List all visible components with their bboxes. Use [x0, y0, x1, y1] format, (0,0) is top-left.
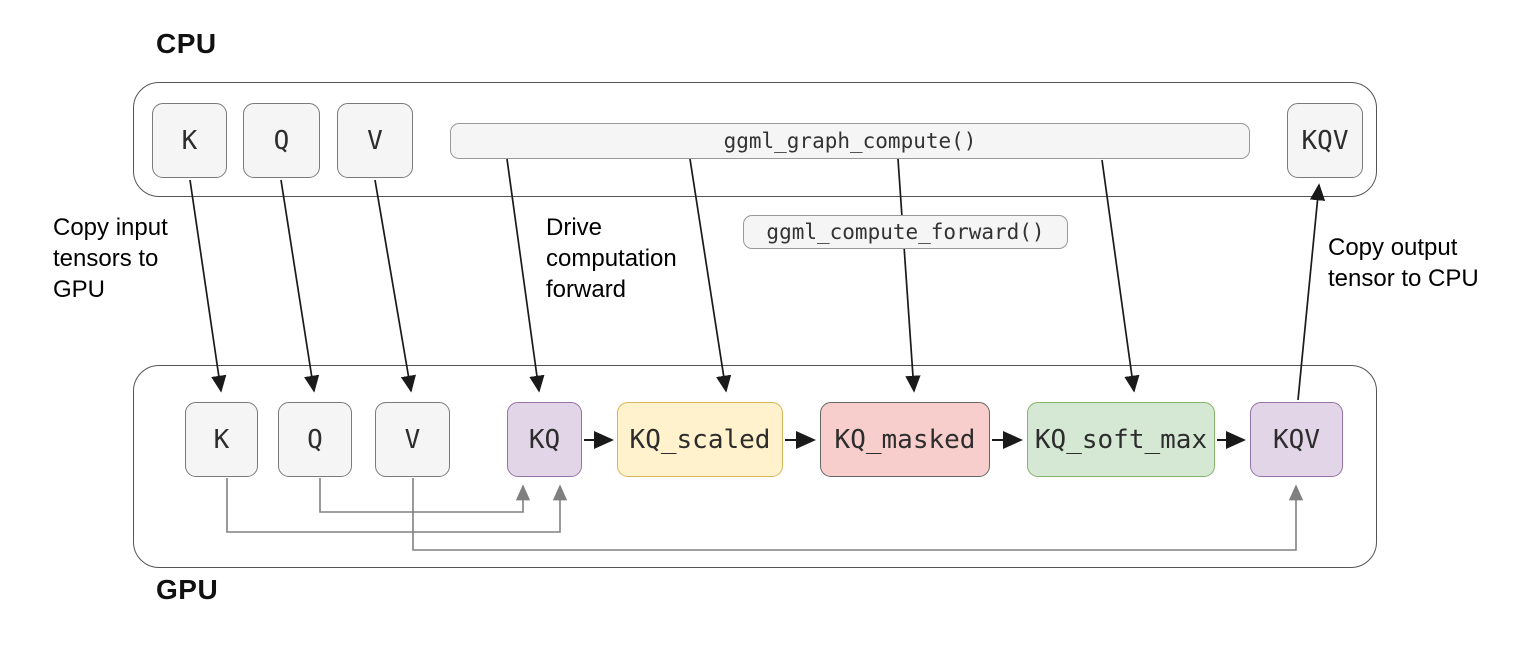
drive-kq-arrow [506, 158, 545, 393]
drive-line-2: computation [546, 245, 677, 272]
drive-annotation: Drive computation forward [546, 212, 677, 305]
gpu-node-kq-masked: KQ_masked [820, 402, 990, 477]
copy-output-line-1: Copy output [1328, 234, 1458, 261]
drive-line-1: Drive [546, 214, 603, 241]
cpu-section-label: CPU [156, 28, 217, 59]
cpu-node-kqv: KQV [1287, 103, 1363, 178]
q-to-kq-connector [319, 478, 531, 513]
copy-input-line-3: GPU [53, 276, 106, 303]
gpu-node-kq: KQ [507, 402, 582, 477]
cpu-node-v: V [337, 103, 413, 178]
ggml-compute-forward-box: ggml_compute_forward() [743, 215, 1068, 249]
copy-output-arrow [1297, 183, 1326, 401]
cpu-node-k: K [152, 103, 227, 178]
gpu-section-label: GPU [156, 574, 219, 605]
gpu-node-kq-scaled: KQ_scaled [617, 402, 783, 477]
copy-input-line-2: tensors to [53, 245, 159, 272]
drive-line-3: forward [546, 276, 627, 303]
ggml-graph-compute-bar: ggml_graph_compute() [450, 123, 1250, 159]
copy-input-annotation: Copy input tensors to GPU [53, 212, 168, 305]
gpu-node-k: K [185, 402, 258, 477]
cpu-node-q: Q [243, 103, 320, 178]
copy-input-line-1: Copy input [53, 214, 168, 241]
gpu-node-q: Q [278, 402, 352, 477]
copy-k-arrow [189, 179, 227, 393]
copy-v-arrow [374, 179, 416, 393]
gpu-node-kqv: KQV [1250, 402, 1343, 477]
drive-kq-masked-arrow [897, 158, 921, 393]
drive-kq-soft-max-arrow [1101, 159, 1140, 393]
gpu-node-v: V [375, 402, 450, 477]
copy-q-arrow [280, 179, 320, 393]
drive-kq-scaled-arrow [689, 158, 732, 393]
gpu-node-kq-soft-max: KQ_soft_max [1027, 402, 1215, 477]
copy-output-annotation: Copy output tensor to CPU [1328, 232, 1479, 294]
k-to-kq-connector [226, 478, 568, 533]
copy-output-line-2: tensor to CPU [1328, 265, 1479, 292]
v-to-kqv-connector [412, 478, 1304, 551]
